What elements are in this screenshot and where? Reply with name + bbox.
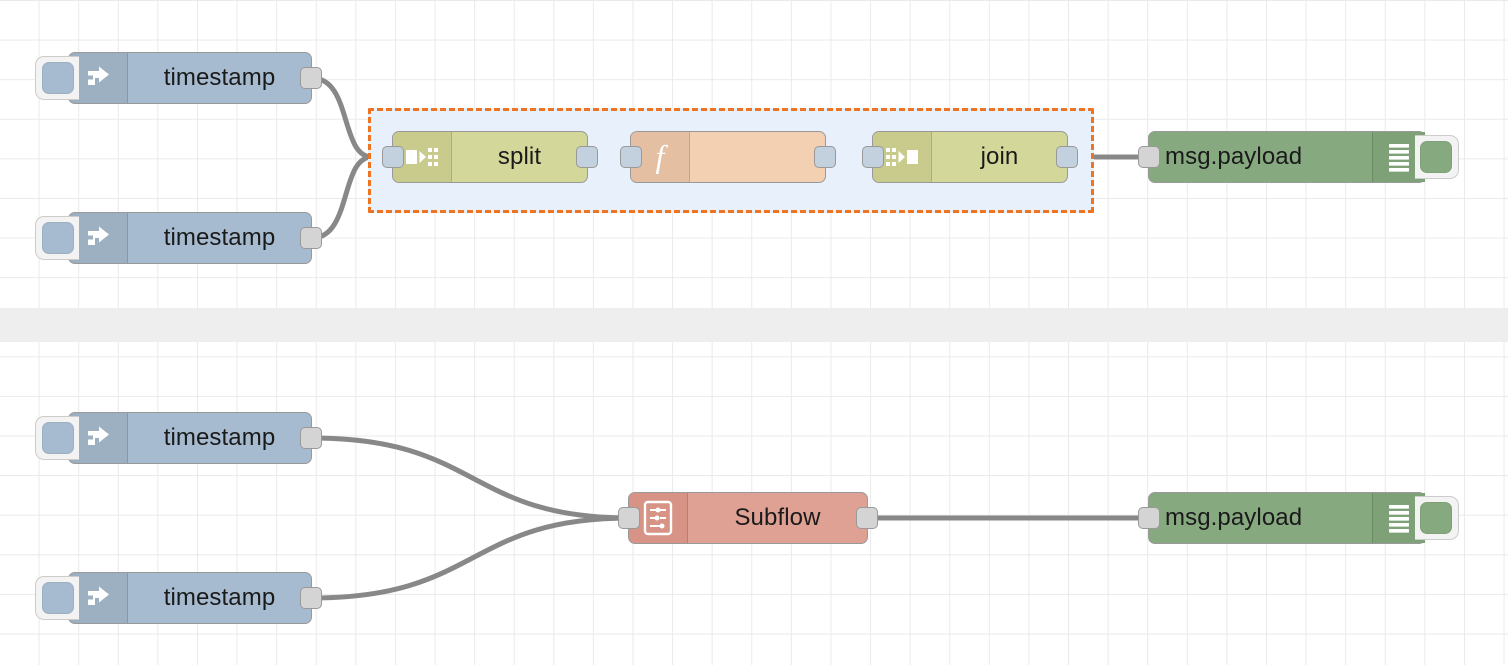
debug-node[interactable]: msg.payload (1138, 492, 1459, 544)
output-port[interactable] (814, 146, 836, 168)
wire-inject1-to-split (309, 75, 375, 160)
debug-toggle-button[interactable] (1415, 135, 1459, 179)
input-port[interactable] (1138, 507, 1160, 529)
inject-trigger-knob (42, 62, 74, 94)
inject-trigger-button[interactable] (35, 216, 79, 260)
split-node[interactable]: split (382, 131, 598, 183)
output-port[interactable] (300, 587, 322, 609)
join-node[interactable]: join (862, 131, 1078, 183)
function-node[interactable]: f (620, 131, 836, 183)
inject-node-label: timestamp (163, 64, 276, 91)
inject-trigger-button[interactable] (35, 56, 79, 100)
debug-toggle-button[interactable] (1415, 496, 1459, 540)
debug-node-label: msg.payload (1165, 143, 1303, 170)
join-node-label: join (980, 143, 1019, 170)
input-port[interactable] (620, 146, 642, 168)
svg-text:f: f (656, 139, 669, 174)
output-port[interactable] (1056, 146, 1078, 168)
inject-trigger-button[interactable] (35, 576, 79, 620)
output-port[interactable] (576, 146, 598, 168)
inject-trigger-button[interactable] (35, 416, 79, 460)
split-node-label: split (497, 143, 542, 170)
debug-toggle-knob (1420, 502, 1452, 534)
inject-node[interactable]: timestamp (35, 52, 322, 104)
output-port[interactable] (300, 227, 322, 249)
output-port[interactable] (300, 427, 322, 449)
inject-node[interactable]: timestamp (35, 572, 322, 624)
debug-toggle-knob (1420, 141, 1452, 173)
output-port[interactable] (856, 507, 878, 529)
inject-trigger-knob (42, 222, 74, 254)
wire-inject2-to-split (309, 154, 375, 241)
inject-node-label: timestamp (163, 224, 276, 251)
wire-inject3-to-subflow (309, 435, 633, 521)
subflow-node[interactable]: Subflow (618, 492, 878, 544)
inject-trigger-knob (42, 422, 74, 454)
input-port[interactable] (618, 507, 640, 529)
input-port[interactable] (382, 146, 404, 168)
flow-separator-band (0, 308, 1508, 342)
function-node-label (690, 132, 825, 182)
inject-node-label: timestamp (163, 424, 276, 451)
inject-node[interactable]: timestamp (35, 212, 322, 264)
join-icon (873, 132, 932, 182)
inject-node[interactable]: timestamp (35, 412, 322, 464)
input-port[interactable] (1138, 146, 1160, 168)
debug-node-label: msg.payload (1165, 504, 1303, 531)
subflow-node-label: Subflow (734, 504, 821, 531)
inject-trigger-knob (42, 582, 74, 614)
inject-node-label: timestamp (163, 584, 276, 611)
wire-inject4-to-subflow (309, 515, 633, 601)
output-port[interactable] (300, 67, 322, 89)
split-icon (393, 132, 452, 182)
input-port[interactable] (862, 146, 884, 168)
debug-node[interactable]: msg.payload (1138, 131, 1459, 183)
